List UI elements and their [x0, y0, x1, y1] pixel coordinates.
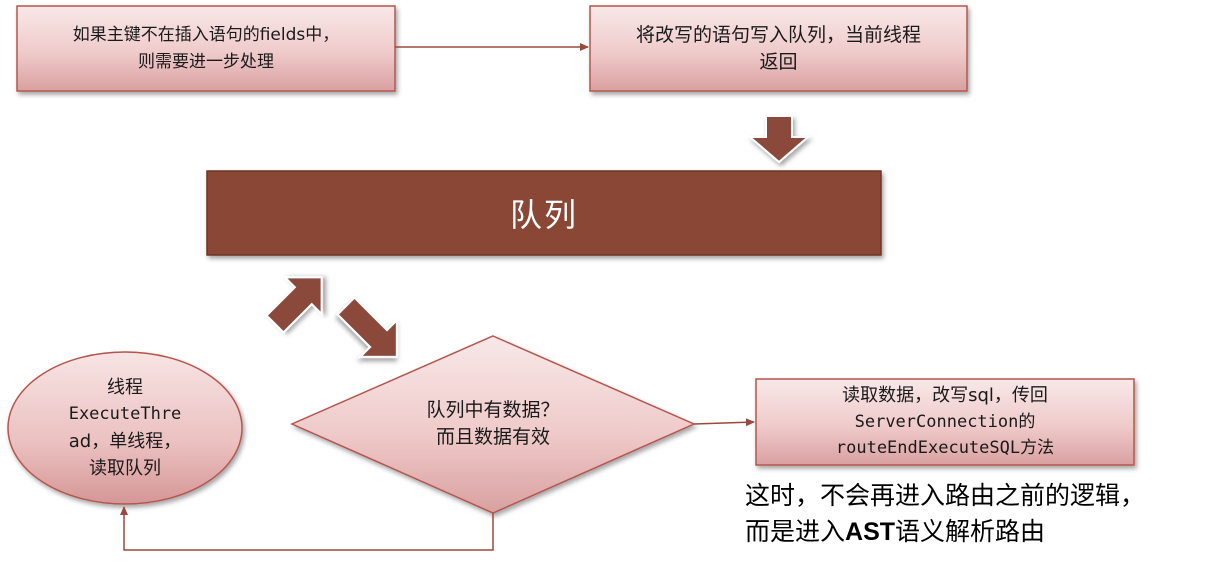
- note-line2-bold: AST: [845, 518, 896, 546]
- note-line2-post: 语义解析路由: [895, 517, 1046, 546]
- enqueue-box: [589, 5, 968, 92]
- fields-check-box: [16, 5, 396, 92]
- connector-decision-to-rewrite: [693, 418, 755, 427]
- thread-line1: 线程: [107, 377, 143, 398]
- queue-label: 队列: [509, 196, 578, 234]
- decision-text: 队列中有数据？ 而且数据有效: [370, 392, 616, 456]
- thread-ellipse: [7, 351, 243, 505]
- enqueue-line2: 返回: [759, 50, 798, 73]
- enqueue-text: 将改写的语句写入队列，当前线程 返回: [590, 6, 967, 91]
- down-block-arrow: [747, 115, 811, 164]
- note-line1: 这时，不会再进入路由之前的逻辑，: [745, 481, 1146, 510]
- decision-line2: 而且数据有效: [435, 426, 550, 448]
- rewrite-line2: ServerConnection的: [854, 412, 1036, 432]
- connector-loop-back: [120, 506, 494, 551]
- fields-check-text: 如果主键不在插入语句的fields中， 则需要进一步处理: [17, 6, 395, 91]
- thread-line2: ExecuteThre: [68, 404, 182, 424]
- fields-check-line2: 则需要进一步处理: [137, 51, 274, 72]
- note-line2: 而是进入AST语义解析路由: [745, 514, 1145, 550]
- rewrite-box: [755, 378, 1135, 466]
- decision-line1: 队列中有数据？: [426, 399, 560, 421]
- enqueue-line1: 将改写的语句写入队列，当前线程: [635, 23, 921, 46]
- rewrite-line3: routeEndExecuteSQL方法: [835, 438, 1055, 458]
- annotation-note: 这时，不会再进入路由之前的逻辑， 而是进入AST语义解析路由: [745, 478, 1145, 550]
- thread-line3: ad，单线程，: [68, 431, 182, 452]
- down-right-block-arrow: [336, 296, 398, 358]
- thread-text: 线程 ExecuteThre ad，单线程， 读取队列: [30, 370, 220, 486]
- queue-bar: [206, 170, 882, 256]
- note-line2-pre: 而是进入: [745, 517, 846, 546]
- thread-line4: 读取队列: [89, 458, 161, 479]
- fields-check-line1: 如果主键不在插入语句的fields中，: [72, 24, 340, 45]
- up-right-block-arrow: [265, 276, 323, 334]
- rewrite-line1: 读取数据，改写sql，传回: [842, 385, 1048, 406]
- rewrite-text: 读取数据，改写sql，传回 ServerConnection的 routeEnd…: [756, 379, 1134, 465]
